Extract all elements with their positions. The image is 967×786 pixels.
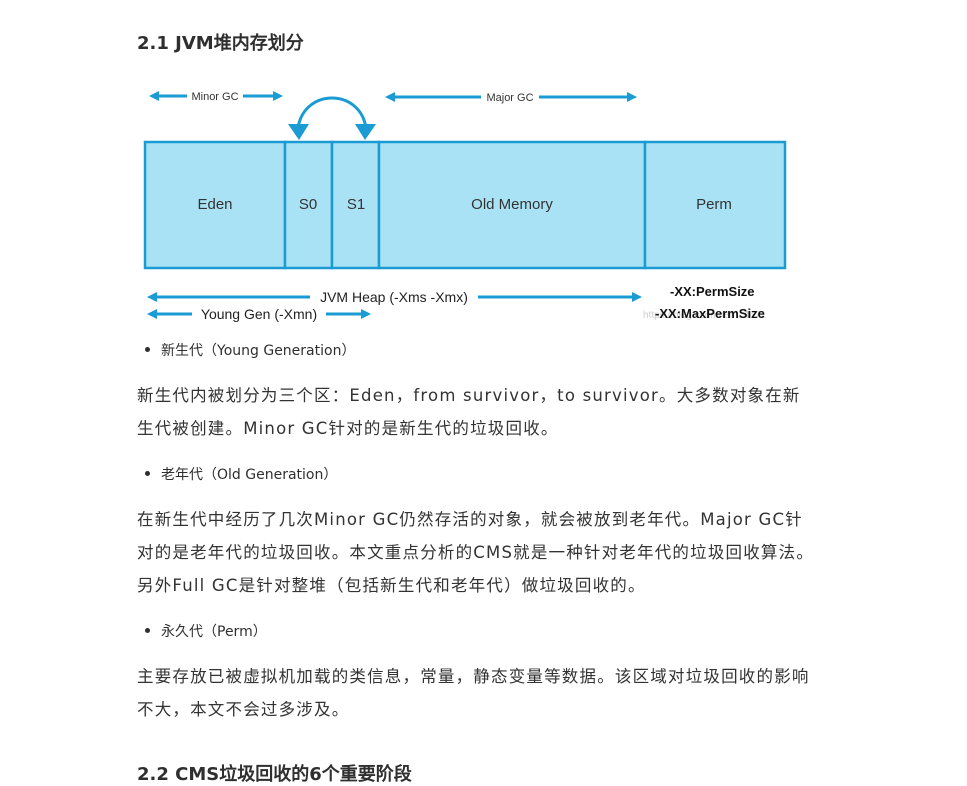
paragraph-perm: 主要存放已被虚拟机加载的类信息，常量，静态变量等数据。该区域对垃圾回收的影响不大… [137,667,810,719]
bullet-text: 永久代（Perm） [161,624,267,640]
perm-size-label: -XX:PermSize [670,284,755,299]
bullet-old-generation: 老年代（Old Generation） [145,464,337,484]
next-section-title: 2.2 CMS垃圾回收的6个重要阶段 [137,764,412,785]
young-gen-label: Young Gen (-Xmn) [201,306,317,322]
paragraph-old-generation: 在新生代中经历了几次Minor GC仍然存活的对象，就会被放到老年代。Major… [137,510,815,595]
major-gc-label: Major GC [486,92,533,104]
old-memory-region [377,140,647,270]
s1-label: S1 [347,196,365,213]
paragraph-young-generation: 新生代内被划分为三个区：Eden，from survivor，to surviv… [137,386,801,438]
bullet-text: 老年代（Old Generation） [161,467,338,483]
s0-label: S0 [299,196,317,213]
survivor-swap-arrow [288,96,376,140]
old-memory-label: Old Memory [471,196,553,213]
bullet-perm: 永久代（Perm） [145,621,267,641]
jvm-heap-label: JVM Heap (-Xms -Xmx) [320,289,468,305]
max-perm-size-label: -XX:MaxPermSize [655,306,765,321]
jvm-heap-arrow: JVM Heap (-Xms -Xmx) [147,288,642,306]
minor-gc-label: Minor GC [191,91,238,103]
bullet-dot [145,346,150,352]
major-gc-arrow: Major GC [385,89,637,105]
minor-gc-arrow: Minor GC [149,88,283,104]
section-title: 2.1 JVM堆内存划分 [137,33,304,54]
jvm-heap-diagram: Minor GC Major GC Eden S0 S1 Old Memory … [143,88,787,323]
eden-label: Eden [197,196,232,213]
perm-region [643,140,787,270]
bullet-dot [145,470,150,476]
heap-regions: Eden S0 S1 Old Memory Perm [143,140,787,270]
bullet-young-generation: 新生代（Young Generation） [145,340,355,360]
s1-region [330,140,381,270]
watermark: https://blog.csdn.net/...4671 [643,310,766,321]
s0-region [283,140,334,270]
bullet-dot [145,627,150,633]
perm-label: Perm [696,196,732,213]
young-gen-arrow: Young Gen (-Xmn) [147,305,371,323]
eden-region [143,140,287,270]
bullet-text: 新生代（Young Generation） [161,343,356,359]
